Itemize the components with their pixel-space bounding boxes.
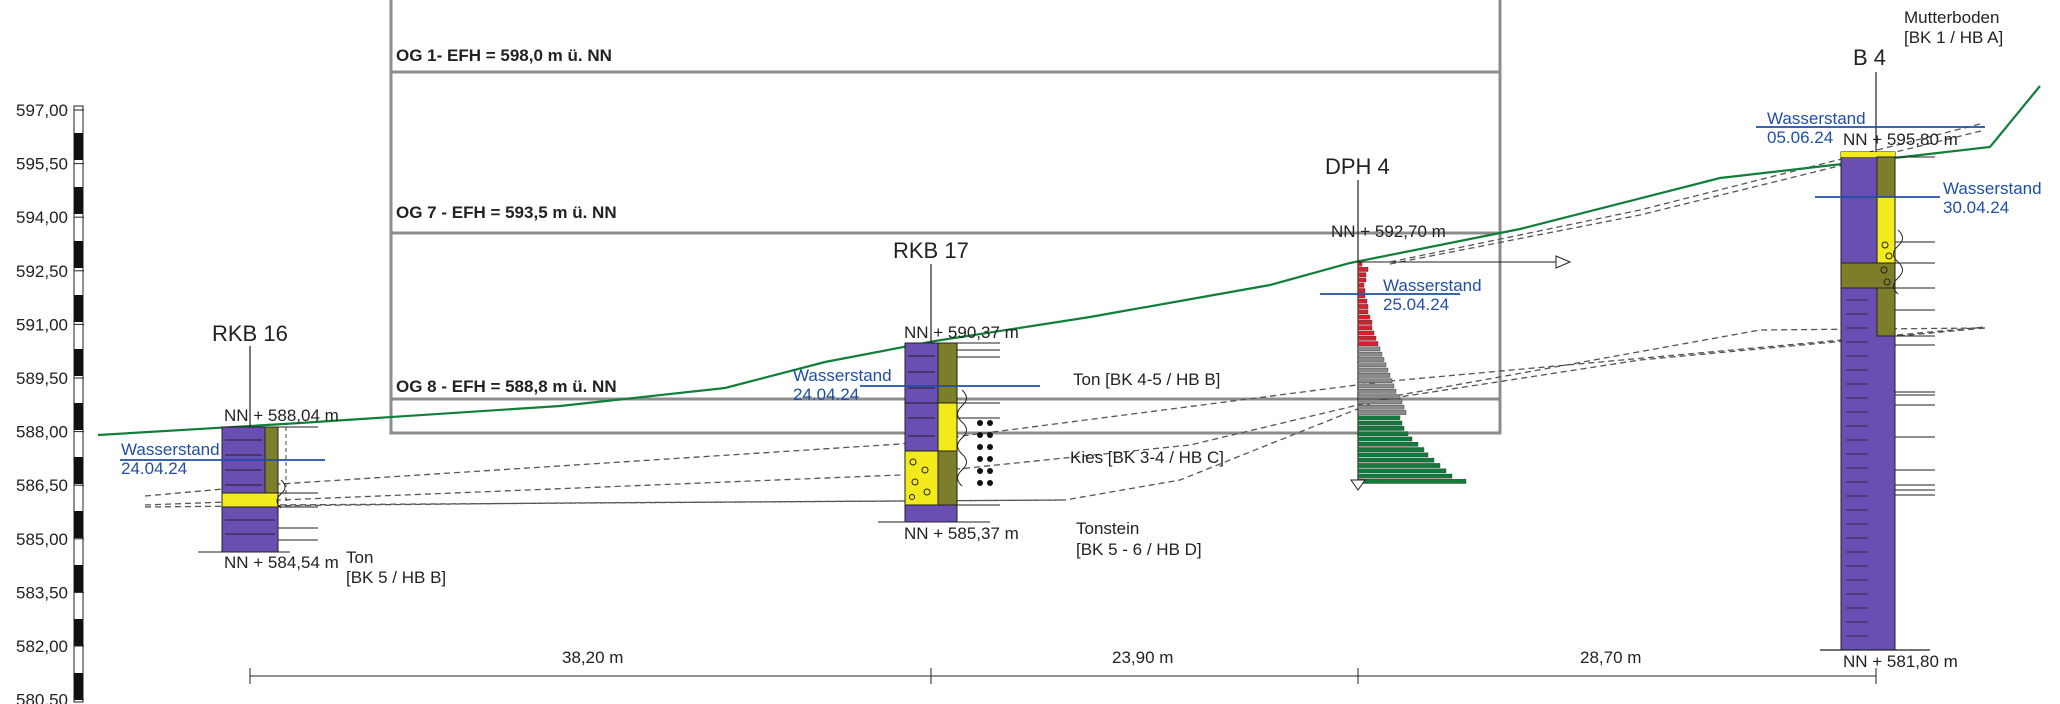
dph4-bar [1357,314,1371,320]
distance-3: 28,70 m [1580,648,1641,667]
dph4-bar [1357,336,1377,341]
layer-ton-class: [BK 5 / HB B] [346,568,446,587]
dph4-bar [1357,351,1383,357]
dph4-bar [1357,283,1365,288]
layer-ton: Ton [346,548,373,567]
scale-tick-label: 591,00 [16,315,68,334]
dph4-bar [1357,389,1397,394]
dph4-bar [1357,394,1401,399]
borehole-b4 [1756,72,1985,651]
dph4-bar [1357,479,1467,484]
rkb16-bottom: NN + 584,54 m [224,553,339,572]
layer-mutterboden: Mutterboden [1904,8,1999,27]
dph4-bar [1357,298,1368,304]
dph4-bar [1357,383,1395,389]
dph4-bar [1357,261,1363,267]
distance-2: 23,90 m [1112,648,1173,667]
dph4-bar [1357,420,1403,426]
b4-bottom: NN + 581,80 m [1843,652,1958,671]
floor-label-og7: OG 7 - EFH = 593,5 m ü. NN [396,203,617,222]
dph4-bar [1357,473,1453,479]
dph4-bar [1357,436,1413,442]
b4-top: NN + 595,80 m [1843,130,1958,149]
dph4-blow-count-bars [1357,261,1467,484]
dph4-bar [1357,346,1381,352]
b4-water2-label: Wasserstand [1943,179,2042,198]
scale-tick-label: 589,50 [16,369,68,388]
layer-tonstein-class: [BK 5 - 6 / HB D] [1076,540,1202,559]
floor-label-og1: OG 1- EFH = 598,0 m ü. NN [396,46,612,65]
scale-tick-label: 583,50 [16,583,68,602]
rkb17-water-label: Wasserstand [793,366,892,385]
scale-tick-label: 585,00 [16,530,68,549]
scale-tick-label: 595,50 [16,155,68,174]
rkb16-water-date: 24.04.24 [121,459,187,478]
rkb16-top: NN + 588,04 m [224,406,339,425]
dph4-bar [1357,367,1389,373]
dph4-bar [1357,373,1391,378]
b4-name: B 4 [1853,45,1886,70]
rkb16-water-label: Wasserstand [121,440,220,459]
dph4-bar [1357,415,1401,421]
distance-1: 38,20 m [562,648,623,667]
scale-tick-label: 597,00 [16,101,68,120]
dph4-water-label: Wasserstand [1383,276,1482,295]
dph4-bar [1357,457,1435,463]
dph4-bar [1357,468,1447,474]
dph4-bar [1357,272,1367,278]
dph4-bar [1357,320,1373,325]
dph4-bar [1357,404,1405,410]
rkb17-name: RKB 17 [893,238,969,263]
dph4-bar [1357,341,1379,346]
borehole-rkb17 [860,264,1040,523]
probe-dph4 [1320,180,1572,491]
scale-tick-label: 580,50 [16,691,68,704]
scale-tick-label: 594,00 [16,208,68,227]
dph4-bar [1357,267,1369,272]
dph4-bar [1357,288,1366,293]
rkb17-water-date: 24.04.24 [793,385,859,404]
rkb17-top: NN + 590,37 m [904,323,1019,342]
dph4-bar [1357,447,1425,452]
dph4-bar [1357,426,1405,431]
dph4-bar [1357,277,1367,283]
floor-label-og8: OG 8 - EFH = 588,8 m ü. NN [396,377,617,396]
rkb17-bottom: NN + 585,37 m [904,524,1019,543]
b4-water1-date: 05.06.24 [1767,128,1833,147]
dph4-top: NN + 592,70 m [1331,222,1446,241]
dph4-bar [1357,410,1407,415]
layer-tonstein: Tonstein [1076,519,1139,538]
dph4-bar [1357,399,1403,405]
dph4-bar [1357,325,1373,331]
b4-water1-label: Wasserstand [1767,109,1866,128]
dph4-bar [1357,378,1393,384]
dph4-bar [1357,452,1429,458]
dph4-bar [1357,309,1369,315]
layer-ton-b: Ton [BK 4-5 / HB B] [1073,370,1220,389]
layer-mutterboden-class: [BK 1 / HB A] [1904,28,2003,47]
dph4-bar [1357,357,1385,362]
scale-tick-label: 588,00 [16,423,68,442]
b4-water2-date: 30.04.24 [1943,198,2009,217]
scale-tick-label: 592,50 [16,262,68,281]
distance-line [249,668,1877,684]
layer-kies: Kies [BK 3-4 / HB C] [1070,448,1224,467]
scale-tick-label: 582,00 [16,637,68,656]
borehole-rkb16 [120,346,325,553]
terrain-line [97,85,2041,437]
dph4-bar [1357,431,1409,437]
elevation-scale: 597,00 595,50 594,00 592,50 591,00 589,50 588,… [16,101,84,704]
dph4-bar [1357,330,1375,336]
scale-tick-label: 586,50 [16,476,68,495]
dph4-name: DPH 4 [1325,154,1390,179]
dph4-bar [1357,463,1441,468]
dph4-bar [1357,362,1387,368]
dph4-water-date: 25.04.24 [1383,295,1449,314]
dph4-bar [1357,304,1369,309]
rkb16-name: RKB 16 [212,321,288,346]
dph4-bar [1357,442,1419,447]
